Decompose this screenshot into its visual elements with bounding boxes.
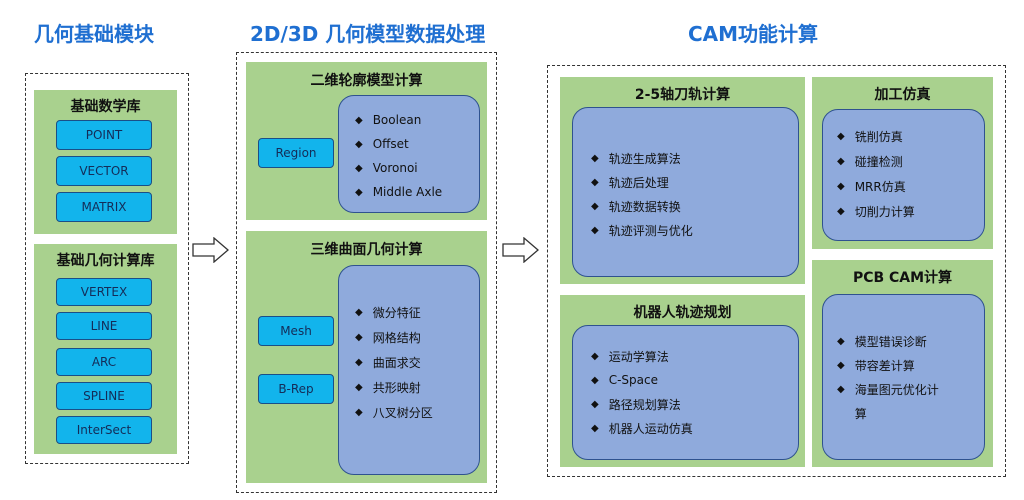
diamond-bullet-icon: ◆ (591, 152, 599, 164)
list-item: ◆轨迹后处理 (591, 175, 669, 190)
basic-geometry-title: 基础几何计算库 (56, 253, 155, 269)
arc-button[interactable]: ARC (56, 348, 152, 376)
region-button[interactable]: Region (258, 138, 334, 168)
list-item: ◆海量图元优化计 (837, 382, 939, 397)
list-item: ◆模型错误诊断 (837, 334, 927, 349)
brep-button[interactable]: B-Rep (258, 374, 334, 404)
axis-toolpath-box: ◆轨迹生成算法 ◆轨迹后处理 ◆轨迹数据转换 ◆轨迹评测与优化 (572, 107, 799, 277)
pcb-cam-box: ◆模型错误诊断 ◆带容差计算 ◆海量图元优化计 ◆算 (822, 294, 985, 460)
point-button[interactable]: POINT (56, 120, 152, 150)
list-item: ◆八叉树分区 (355, 406, 433, 420)
robot-trajectory-box: ◆运动学算法 ◆C-Space ◆路径规划算法 ◆机器人运动仿真 (572, 325, 799, 460)
list-item: ◆机器人运动仿真 (591, 421, 693, 436)
diamond-bullet-icon: ◆ (355, 114, 363, 126)
diamond-bullet-icon: ◆ (591, 374, 599, 386)
list-item: ◆C-Space (591, 373, 658, 387)
diamond-bullet-icon: ◆ (355, 382, 363, 393)
list-item: ◆微分特征 (355, 306, 421, 320)
pcb-cam-panel: PCB CAM计算 ◆模型错误诊断 ◆带容差计算 ◆海量图元优化计 ◆算 (812, 260, 993, 467)
surface-3d-panel: 三维曲面几何计算 Mesh B-Rep ◆微分特征 ◆网格结构 ◆曲面求交 ◆共… (246, 231, 487, 483)
vector-button[interactable]: VECTOR (56, 156, 152, 186)
list-item: ◆轨迹评测与优化 (591, 223, 693, 238)
diamond-bullet-icon: ◆ (837, 181, 845, 192)
surface-ops-list: ◆微分特征 ◆网格结构 ◆曲面求交 ◆共形映射 ◆八叉树分区 (355, 300, 433, 425)
axis-toolpath-list: ◆轨迹生成算法 ◆轨迹后处理 ◆轨迹数据转换 ◆轨迹评测与优化 (591, 146, 693, 242)
intersect-button[interactable]: InterSect (56, 416, 152, 444)
contour-2d-panel: 二维轮廓模型计算 Region ◆Boolean ◆Offset ◆Vorono… (246, 62, 487, 220)
spline-button[interactable]: SPLINE (56, 382, 152, 410)
model-processing-heading: 2D/3D 几何模型数据处理 (250, 22, 486, 46)
vertex-button[interactable]: VERTEX (56, 278, 152, 306)
machining-sim-box: ◆铣削仿真 ◆碰撞检测 ◆MRR仿真 ◆切削力计算 (822, 109, 985, 241)
list-item: ◆算 (854, 406, 867, 421)
basic-module-heading: 几何基础模块 (34, 22, 154, 46)
contour-ops-box: ◆Boolean ◆Offset ◆Voronoi ◆Middle Axle (338, 95, 480, 213)
flow-arrow-icon (192, 237, 229, 263)
list-item: ◆碰撞检测 (837, 155, 903, 169)
cam-computation-heading: CAM功能计算 (688, 22, 819, 46)
list-item: ◆Offset (355, 137, 409, 151)
list-item: ◆共形映射 (355, 381, 421, 395)
diamond-bullet-icon: ◆ (355, 332, 363, 343)
basic-geometry-panel: 基础几何计算库 VERTEX LINE ARC SPLINE InterSect (34, 244, 177, 454)
matrix-button[interactable]: MATRIX (56, 192, 152, 222)
diamond-bullet-icon: ◆ (591, 224, 599, 236)
list-item: ◆曲面求交 (355, 356, 421, 370)
surface-3d-title: 三维曲面几何计算 (310, 242, 423, 258)
list-item: ◆带容差计算 (837, 358, 915, 373)
diamond-bullet-icon: ◆ (591, 422, 599, 434)
diamond-bullet-icon: ◆ (355, 357, 363, 368)
diamond-bullet-icon: ◆ (355, 186, 363, 198)
list-item: ◆Middle Axle (355, 185, 443, 199)
diamond-bullet-icon: ◆ (591, 176, 599, 188)
contour-2d-title: 二维轮廓模型计算 (310, 73, 423, 89)
robot-trajectory-panel: 机器人轨迹规划 ◆运动学算法 ◆C-Space ◆路径规划算法 ◆机器人运动仿真 (560, 295, 805, 467)
list-item: ◆Boolean (355, 113, 422, 127)
list-item: ◆轨迹数据转换 (591, 199, 681, 214)
list-item: ◆铣削仿真 (837, 130, 903, 144)
flow-arrow-icon (502, 237, 539, 263)
list-item: ◆切削力计算 (837, 205, 915, 219)
surface-ops-box: ◆微分特征 ◆网格结构 ◆曲面求交 ◆共形映射 ◆八叉树分区 (338, 265, 480, 475)
robot-trajectory-list: ◆运动学算法 ◆C-Space ◆路径规划算法 ◆机器人运动仿真 (591, 344, 693, 440)
list-item: ◆轨迹生成算法 (591, 151, 681, 166)
diamond-bullet-icon: ◆ (837, 206, 845, 217)
machining-sim-list: ◆铣削仿真 ◆碰撞检测 ◆MRR仿真 ◆切削力计算 (837, 124, 915, 224)
robot-trajectory-title: 机器人轨迹规划 (633, 305, 732, 321)
list-item: ◆MRR仿真 (837, 180, 906, 194)
diamond-bullet-icon: ◆ (355, 307, 363, 318)
diamond-bullet-icon: ◆ (837, 383, 845, 395)
diamond-bullet-icon: ◆ (591, 398, 599, 410)
list-item: ◆运动学算法 (591, 349, 669, 364)
diamond-bullet-icon: ◆ (591, 350, 599, 362)
pcb-cam-list: ◆模型错误诊断 ◆带容差计算 ◆海量图元优化计 ◆算 (837, 329, 939, 425)
axis-toolpath-title: 2-5轴刀轨计算 (634, 87, 731, 103)
contour-ops-list: ◆Boolean ◆Offset ◆Voronoi ◆Middle Axle (355, 108, 442, 204)
diamond-bullet-icon: ◆ (837, 335, 845, 347)
mesh-button[interactable]: Mesh (258, 316, 334, 346)
diamond-bullet-icon: ◆ (837, 359, 845, 371)
diamond-bullet-icon: ◆ (837, 131, 845, 142)
diamond-bullet-icon: ◆ (355, 138, 363, 150)
diamond-bullet-icon: ◆ (837, 156, 845, 167)
basic-math-title: 基础数学库 (70, 99, 141, 115)
list-item: ◆路径规划算法 (591, 397, 681, 412)
line-button[interactable]: LINE (56, 312, 152, 340)
basic-math-panel: 基础数学库 POINT VECTOR MATRIX (34, 90, 177, 234)
diamond-bullet-icon: ◆ (355, 162, 363, 174)
diamond-bullet-icon: ◆ (355, 407, 363, 418)
axis-toolpath-panel: 2-5轴刀轨计算 ◆轨迹生成算法 ◆轨迹后处理 ◆轨迹数据转换 ◆轨迹评测与优化 (560, 77, 805, 284)
machining-sim-panel: 加工仿真 ◆铣削仿真 ◆碰撞检测 ◆MRR仿真 ◆切削力计算 (812, 77, 993, 249)
list-item: ◆网格结构 (355, 331, 421, 345)
machining-sim-title: 加工仿真 (874, 87, 931, 103)
diamond-bullet-icon: ◆ (591, 200, 599, 212)
list-item: ◆Voronoi (355, 161, 418, 175)
pcb-cam-title: PCB CAM计算 (852, 270, 953, 286)
